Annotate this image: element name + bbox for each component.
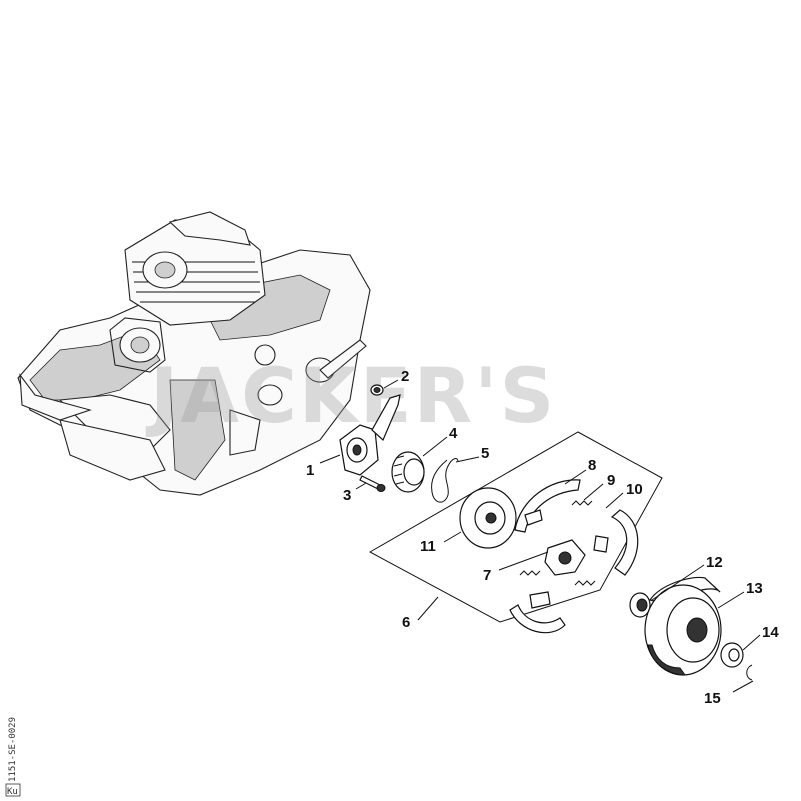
part-10-clutch-shoe	[593, 509, 639, 576]
callout-6: 6	[402, 614, 410, 631]
part-14-washer	[720, 642, 744, 668]
callout-14: 14	[762, 624, 779, 641]
callout-9: 9	[607, 472, 615, 489]
callout-1: 1	[306, 462, 314, 479]
callout-2: 2	[401, 368, 409, 385]
callout-13: 13	[746, 580, 763, 597]
part-8-clutch-shoe	[514, 479, 581, 533]
part-3-screw	[359, 475, 386, 492]
side-drawing-code: 1151-SE-0029	[8, 717, 18, 782]
callout-12: 12	[706, 554, 723, 571]
callout-3: 3	[343, 487, 351, 504]
side-badge: Ku	[7, 787, 18, 797]
engine-powerhead	[17, 211, 371, 496]
callout-15: 15	[704, 690, 721, 707]
part-4-bearing	[391, 451, 425, 493]
part-12-needle-bearing	[629, 592, 651, 618]
part-13-clutch-drum	[644, 576, 722, 676]
part-5-spring-clip	[431, 458, 459, 503]
part-2-sleeve	[370, 384, 384, 396]
callout-7: 7	[483, 567, 491, 584]
callout-8: 8	[588, 457, 596, 474]
watermark-text: JACKER'S	[145, 351, 556, 440]
part-15-e-clip	[746, 664, 753, 681]
callout-11: 11	[420, 538, 436, 555]
part-11-disc	[459, 487, 517, 549]
part-7-clutch-carrier	[509, 539, 586, 634]
leader-lines	[319, 379, 761, 693]
side-badge-box	[5, 783, 21, 797]
callout-5: 5	[481, 445, 489, 462]
callout-4: 4	[449, 425, 458, 442]
part-1-bracket	[339, 394, 401, 476]
part-9-spring	[519, 500, 596, 586]
callout-10: 10	[626, 481, 643, 498]
